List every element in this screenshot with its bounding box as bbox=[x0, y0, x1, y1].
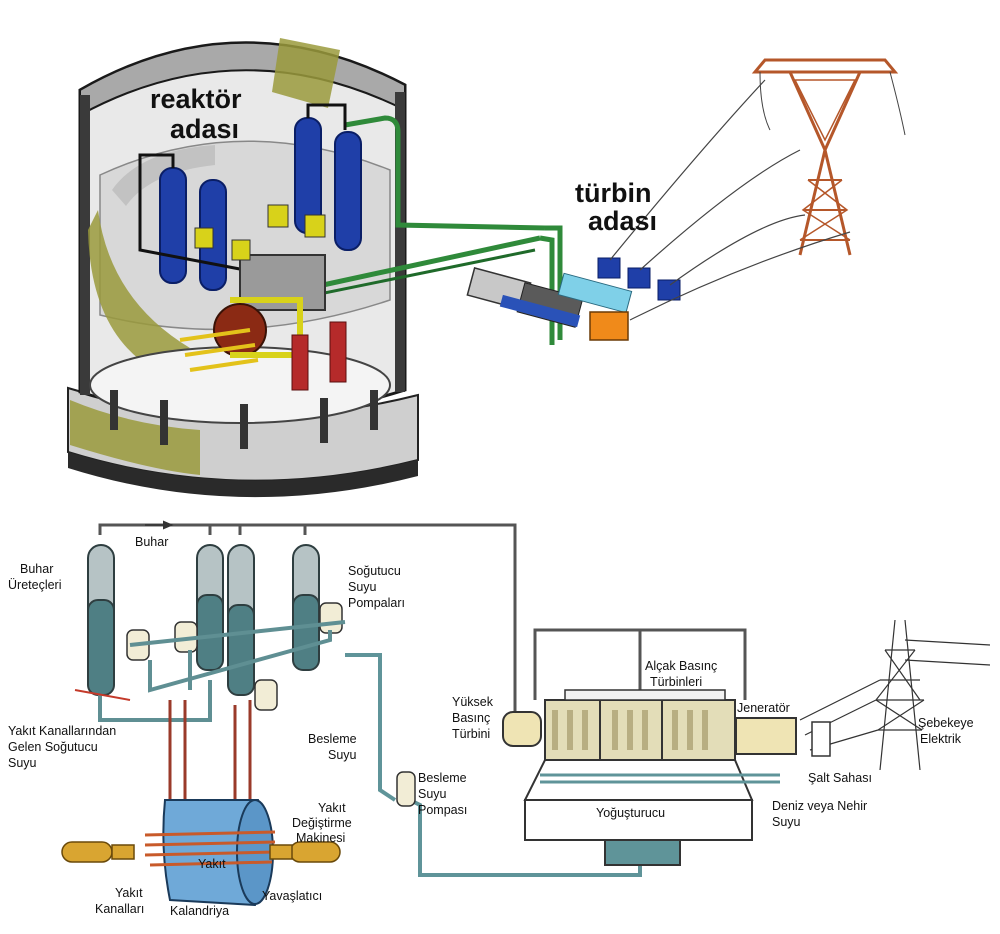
label-coolant-pumps-3: Pompaları bbox=[348, 596, 405, 610]
reactor-island-label-1: reaktör bbox=[150, 84, 242, 114]
label-moderator: Yavaşlatıcı bbox=[262, 889, 322, 903]
reactor-island-label-2: adası bbox=[170, 114, 239, 144]
label-steam: Buhar bbox=[135, 535, 168, 549]
label-hp-turbine-1: Yüksek bbox=[452, 695, 494, 709]
transmission-tower-bottom bbox=[799, 619, 991, 771]
label-refuel-2: Değiştirme bbox=[292, 816, 352, 830]
label-return-coolant-3: Suyu bbox=[8, 756, 37, 770]
label-feedwater-1: Besleme bbox=[308, 732, 357, 746]
label-fuel-channels-2: Kanalları bbox=[95, 902, 144, 916]
turbine-island-label-1: türbin bbox=[575, 178, 651, 208]
label-return-coolant-1: Yakıt Kanallarından bbox=[8, 724, 116, 738]
label-condenser: Yoğuşturucu bbox=[596, 806, 665, 820]
label-grid-1: Şebekeye bbox=[918, 716, 974, 730]
label-feedwater-2: Suyu bbox=[328, 748, 357, 762]
label-cooling-water-1: Deniz veya Nehir bbox=[772, 799, 867, 813]
transmission-tower-top bbox=[609, 58, 906, 321]
turbine-island bbox=[466, 257, 681, 341]
label-lp-turbines-1: Alçak Basınç bbox=[645, 659, 717, 673]
label-hp-turbine-3: Türbini bbox=[452, 727, 490, 741]
label-calandria: Kalandriya bbox=[170, 904, 229, 918]
label-switchyard: Şalt Sahası bbox=[808, 771, 872, 785]
label-steam-generators-2: Üreteçleri bbox=[8, 578, 62, 592]
feed-pump bbox=[396, 771, 416, 807]
label-generator: Jeneratör bbox=[737, 701, 790, 715]
label-return-coolant-2: Gelen Soğutucu bbox=[8, 740, 98, 754]
calandria bbox=[61, 799, 341, 907]
label-lp-turbines-2: Türbinleri bbox=[650, 675, 702, 689]
label-fuel-channels-1: Yakıt bbox=[115, 886, 143, 900]
reactor-equipment bbox=[138, 103, 563, 391]
label-coolant-pumps-1: Soğutucu bbox=[348, 564, 401, 578]
condenser bbox=[523, 759, 780, 866]
turbine-island-label-2: adası bbox=[588, 206, 657, 236]
label-feed-pump-3: Pompası bbox=[418, 803, 467, 817]
label-hp-turbine-2: Basınç bbox=[452, 711, 490, 725]
label-fuel: Yakıt bbox=[198, 857, 226, 871]
label-feed-pump-1: Besleme bbox=[418, 771, 467, 785]
label-feed-pump-2: Suyu bbox=[418, 787, 447, 801]
label-cooling-water-2: Suyu bbox=[772, 815, 801, 829]
label-coolant-pumps-2: Suyu bbox=[348, 580, 377, 594]
label-refuel-3: Makinesi bbox=[296, 831, 345, 845]
feedwater-loop bbox=[345, 653, 642, 877]
turbines bbox=[502, 689, 797, 761]
steam-generators bbox=[87, 544, 320, 696]
label-steam-generators-1: Buhar bbox=[20, 562, 53, 576]
label-grid-2: Elektrik bbox=[920, 732, 962, 746]
label-refuel-1: Yakıt bbox=[318, 801, 346, 815]
